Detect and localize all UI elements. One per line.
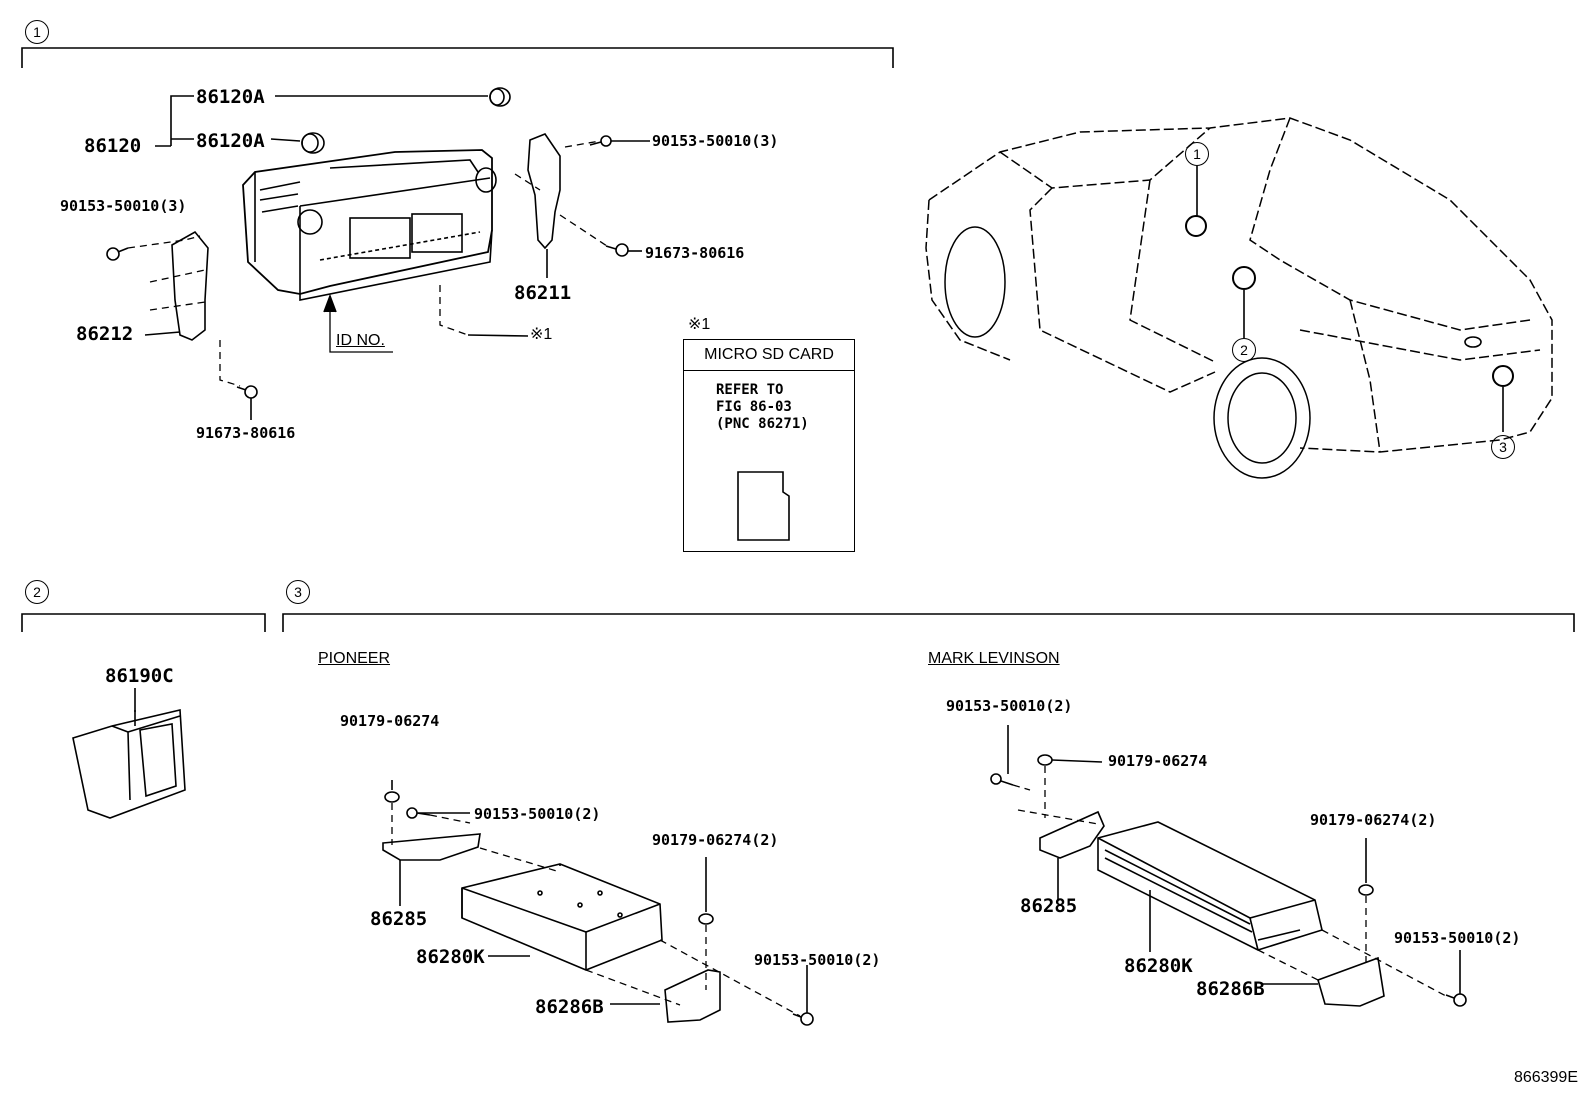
- part-label-pioneer-86285: 86285: [370, 908, 428, 930]
- bracket-86211: [527, 133, 561, 250]
- bolt-icon-ml-90153-b: [1445, 993, 1467, 1007]
- part-label-91673-80616-bottom: 91673-80616: [196, 424, 296, 442]
- part-label-86190C: 86190C: [105, 665, 174, 687]
- part-label-ml-86285: 86285: [1020, 895, 1078, 917]
- car-callout-1: 1: [1185, 142, 1209, 166]
- module-86190C: [72, 709, 186, 819]
- bracket-86285-ml: [1039, 810, 1105, 859]
- part-label-pioneer-90179-06274-2: 90179-06274(2): [652, 831, 779, 849]
- part-label-90153-50010-3-right: 90153-50010(3): [652, 132, 779, 150]
- section-3-marker: 3: [286, 580, 310, 604]
- section-1-marker: 1: [25, 20, 49, 44]
- pioneer-amplifier: [461, 863, 663, 971]
- nut-icon-pio-90179: [384, 791, 400, 803]
- figure-number: 866399E: [1513, 1069, 1578, 1086]
- microsd-card-icon: [737, 471, 790, 541]
- nut-icon-91673-bottom: [236, 385, 258, 399]
- part-label-91673-80616-right: 91673-80616: [645, 244, 745, 262]
- bolt-icon-pio-90153-b: [792, 1012, 814, 1026]
- part-label-86120A-mid: 86120A: [196, 130, 265, 152]
- part-label-pioneer-86286B: 86286B: [535, 996, 604, 1018]
- part-label-ml-90179-06274-2: 90179-06274(2): [1310, 811, 1437, 829]
- part-label-86211: 86211: [514, 282, 572, 304]
- part-label-pioneer-90153-50010-2b: 90153-50010(2): [754, 951, 881, 969]
- part-label-ml-90153-50010-2b: 90153-50010(2): [1394, 929, 1521, 947]
- card-reference-mark: ※1: [688, 316, 711, 333]
- section-2-bracket: [21, 613, 266, 632]
- mark-levinson-amplifier: [1097, 821, 1323, 951]
- bolt-icon-90153-left: [106, 247, 129, 261]
- section-1-bracket: [21, 47, 894, 68]
- part-label-ml-86280K: 86280K: [1124, 955, 1193, 977]
- bracket-86212: [171, 230, 209, 341]
- nut-icon-91673-right: [605, 243, 629, 257]
- group-heading-mark-levinson: MARK LEVINSON: [928, 650, 1060, 667]
- radio-head-unit: [242, 149, 497, 301]
- car-location-markers: [1185, 215, 1514, 387]
- nut-icon-pio-90179-2: [698, 913, 714, 925]
- reference-mark-1: ※1: [530, 326, 553, 343]
- part-label-pioneer-90179-06274: 90179-06274: [340, 712, 440, 730]
- micro-sd-card-box: MICRO SD CARD REFER TO FIG 86-03 (PNC 86…: [683, 339, 855, 552]
- part-label-ml-90179-06274: 90179-06274: [1108, 752, 1208, 770]
- car-wheels: [944, 226, 1311, 479]
- bracket-86286B-pioneer: [664, 969, 721, 1023]
- bolt-icon-90153-right: [589, 135, 612, 147]
- part-label-86120: 86120: [84, 135, 142, 157]
- part-label-pioneer-86280K: 86280K: [416, 946, 485, 968]
- car-callout-3: 3: [1491, 435, 1515, 459]
- section-3-bracket: [282, 613, 1575, 632]
- part-label-ml-90153-50010-2a: 90153-50010(2): [946, 697, 1073, 715]
- nut-icon-ml-90179-2: [1358, 884, 1374, 896]
- section-2-marker: 2: [25, 580, 49, 604]
- part-label-90153-50010-3-left: 90153-50010(3): [60, 197, 187, 215]
- part-label-ml-86286B: 86286B: [1196, 978, 1265, 1000]
- car-illustration: [925, 117, 1553, 453]
- micro-sd-card-title: MICRO SD CARD: [684, 340, 854, 371]
- car-callout-2: 2: [1232, 338, 1256, 362]
- part-label-86212: 86212: [76, 323, 134, 345]
- bracket-86285-pioneer: [382, 833, 481, 861]
- part-label-86120A-top: 86120A: [196, 86, 265, 108]
- bracket-86286B-ml: [1317, 956, 1385, 1007]
- bolt-icon-ml-90153-a: [990, 773, 1014, 786]
- knob-86120A-top: [489, 87, 511, 107]
- knob-86120A-mid: [301, 132, 325, 154]
- micro-sd-card-reference: REFER TO FIG 86-03 (PNC 86271): [716, 382, 809, 432]
- nut-icon-ml-90179: [1037, 754, 1053, 766]
- id-no-label: ID NO.: [336, 332, 385, 349]
- group-heading-pioneer: PIONEER: [318, 650, 391, 667]
- part-label-pioneer-90153-50010-2a: 90153-50010(2): [474, 805, 601, 823]
- car-callout-leaders: [1196, 166, 1504, 432]
